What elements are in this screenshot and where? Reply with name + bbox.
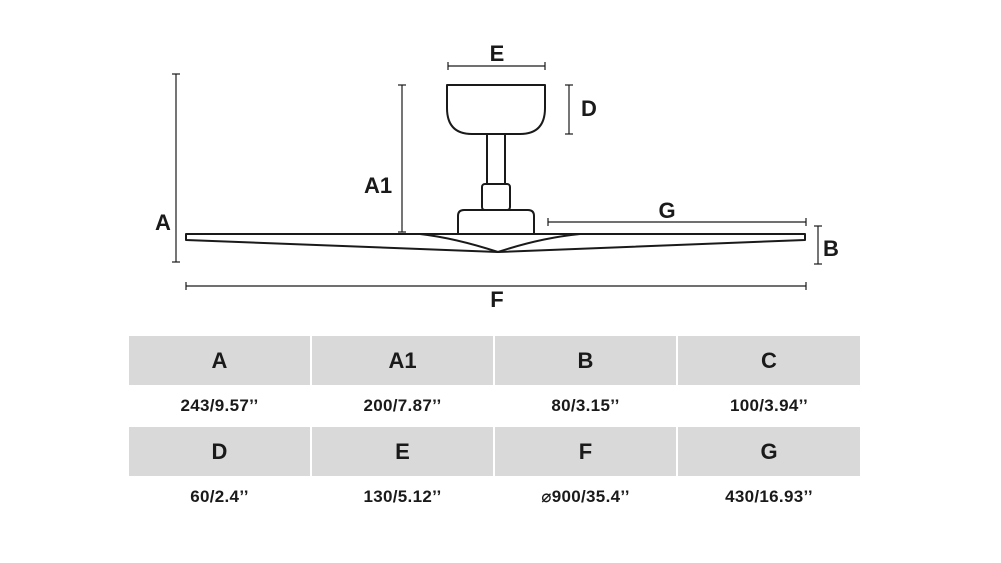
spec-value-c: 100/3.94’’ xyxy=(730,396,808,415)
spec-header-b: B xyxy=(495,336,676,385)
label-e: E xyxy=(490,41,505,66)
spec-value-g: 430/16.93’’ xyxy=(725,487,813,506)
spec-value-e: 130/5.12’’ xyxy=(363,487,442,506)
fan-hub-bottom xyxy=(419,233,581,253)
fan-coupler xyxy=(481,183,511,211)
spec-header-e: E xyxy=(312,427,493,476)
label-a: A xyxy=(155,210,171,235)
fan-canopy xyxy=(446,84,546,135)
spec-value-a1: 200/7.87’’ xyxy=(363,396,442,415)
label-a1: A1 xyxy=(364,173,392,198)
spec-value-b: 80/3.15’’ xyxy=(551,396,620,415)
label-g: G xyxy=(658,198,675,223)
fan-blades xyxy=(185,233,806,253)
fan-downrod xyxy=(486,133,506,185)
spec-header-a: A xyxy=(129,336,310,385)
spec-row: A A1 B C 243/9.57’’ 200/7.87’’ 80/3.15’’… xyxy=(129,336,860,427)
spec-header-c: C xyxy=(678,336,860,385)
ceiling-fan-dimension-diagram: E D A1 A G B F xyxy=(155,41,839,312)
label-b: B xyxy=(823,236,839,261)
label-d: D xyxy=(581,96,597,121)
spec-header-f: F xyxy=(495,427,676,476)
spec-value-a: 243/9.57’’ xyxy=(180,396,259,415)
spec-value-f: ⌀900/35.4’’ xyxy=(541,487,630,506)
fan-motor-housing xyxy=(457,209,535,235)
dimension-spec-table: A A1 B C 243/9.57’’ 200/7.87’’ 80/3.15’’… xyxy=(129,336,860,518)
label-f: F xyxy=(490,287,503,312)
spec-row: D E F G 60/2.4’’ 130/5.12’’ ⌀900/35.4’’ … xyxy=(129,427,860,518)
spec-header-g: G xyxy=(678,427,860,476)
spec-header-d: D xyxy=(129,427,310,476)
spec-header-a1: A1 xyxy=(312,336,493,385)
spec-value-d: 60/2.4’’ xyxy=(190,487,249,506)
